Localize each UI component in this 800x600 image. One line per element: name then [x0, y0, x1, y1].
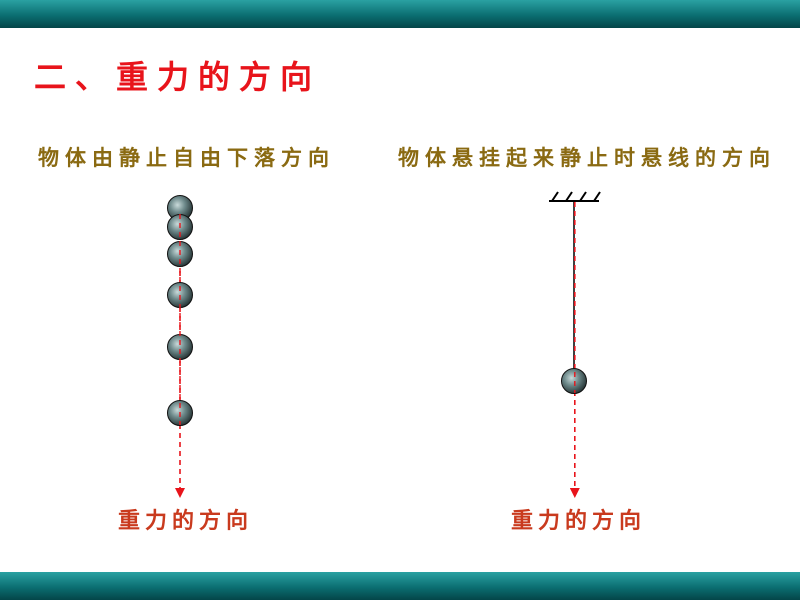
right-gravity-label: 重力的方向	[511, 509, 647, 534]
hanging-group	[549, 191, 601, 498]
bottom-banner	[0, 572, 800, 600]
free-fall-caption: 物体由静止自由下落方向	[38, 146, 335, 170]
left-gravity-label: 重力的方向	[118, 509, 254, 534]
falling-ball-5	[167, 334, 193, 360]
hanging-caption: 物体悬挂起来静止时悬线的方向	[398, 146, 776, 170]
free-fall-group	[167, 195, 193, 498]
ceiling-hatch-4	[593, 191, 601, 202]
ceiling-hatch-1	[551, 191, 559, 202]
hanging-ball	[561, 368, 587, 394]
ceiling-hatch-2	[565, 191, 573, 202]
slide-title: 二、重力的方向	[34, 58, 322, 96]
ceiling-hatch-3	[579, 191, 587, 202]
top-banner	[0, 0, 800, 28]
